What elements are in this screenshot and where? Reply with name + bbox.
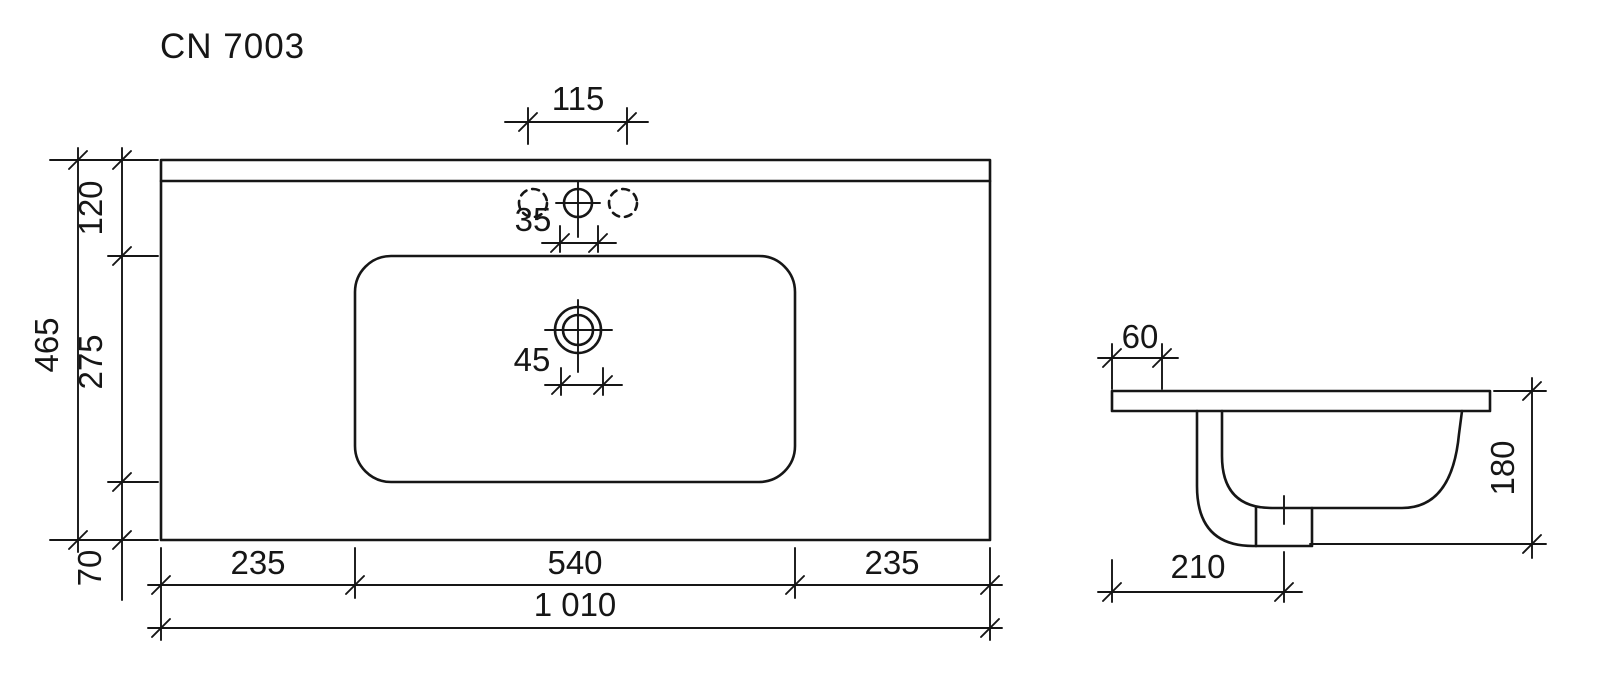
- countertop-slab-section: [1110, 389, 1492, 413]
- faucet-hole-optional-left: [517, 187, 549, 219]
- side-profile-group: [1110, 389, 1492, 548]
- dim-overall-width: 1 010: [534, 586, 617, 623]
- drain-stub: [1254, 506, 1314, 548]
- faucet-hole-optional-right: [607, 187, 639, 219]
- top-view: 115 35 45 465 120 275 70 235 540 235 1 0…: [28, 80, 1003, 641]
- dim-faucet-offset: 35: [515, 201, 552, 238]
- model-number: CN 7003: [160, 27, 305, 66]
- dimension-tick-marks: [68, 112, 1000, 638]
- dim-bowl-depth: 275: [72, 334, 109, 389]
- side-view-dimension-labels: 60 180 210: [1122, 318, 1521, 585]
- bowl-inner-profile: [1220, 409, 1464, 510]
- basin-outer-rect: [159, 158, 992, 542]
- dimension-and-extension-lines: [49, 107, 1003, 641]
- side-view: 60 180 210: [1097, 318, 1547, 603]
- bowl-outline: [353, 254, 797, 484]
- dim-faucet-pitch: 115: [552, 80, 605, 117]
- top-view-dimension-lines: [49, 107, 1003, 641]
- top-view-dimension-labels: 115 35 45 465 120 275 70 235 540 235 1 0…: [28, 80, 920, 623]
- dimension-tick-marks: [1102, 348, 1542, 602]
- basin-outline-group: [159, 158, 992, 542]
- dim-right-margin: 235: [864, 544, 919, 581]
- dim-basin-depth-bottom: 210: [1170, 548, 1225, 585]
- dim-bowl-to-front: 70: [71, 550, 108, 587]
- dim-overall-depth: 465: [28, 317, 65, 372]
- dim-left-margin: 235: [230, 544, 285, 581]
- dim-bowl-width: 540: [547, 544, 602, 581]
- dim-back-to-bowl: 120: [72, 180, 109, 235]
- dimension-and-extension-lines: [1097, 343, 1547, 603]
- dim-front-overhang: 60: [1122, 318, 1159, 355]
- centerline-crosshairs: [544, 180, 613, 373]
- bowl-outer-left-wall: [1195, 409, 1258, 548]
- dim-basin-height: 180: [1484, 440, 1521, 495]
- side-view-dimension-lines: [1097, 343, 1547, 603]
- dim-drain-offset: 45: [514, 341, 551, 378]
